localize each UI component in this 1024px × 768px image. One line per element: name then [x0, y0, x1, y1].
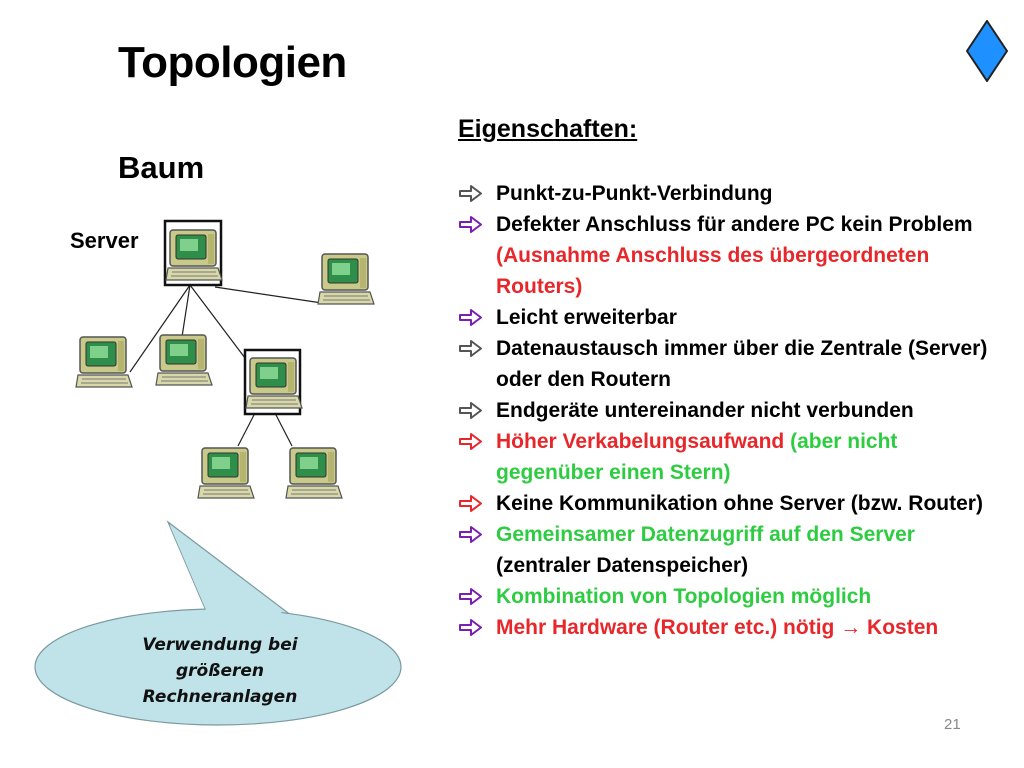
pc-icon	[197, 447, 255, 499]
pc-icon	[75, 336, 133, 388]
pc-icon	[285, 447, 343, 499]
list-item: Gemeinsamer Datenzugriff auf den Server …	[458, 519, 998, 581]
item-text-run: (Ausnahme Anschluss des übergeordneten R…	[496, 244, 930, 298]
arrow-icon	[458, 333, 488, 364]
list-item: Punkt-zu-Punkt-Verbindung	[458, 178, 998, 209]
server-label: Server	[70, 228, 139, 253]
item-text-run: Punkt-zu-Punkt-Verbindung	[496, 182, 773, 205]
list-item: Datenaustausch immer über die Zentrale (…	[458, 333, 998, 395]
item-text: Mehr Hardware (Router etc.) nötig → Kost…	[496, 616, 938, 639]
arrow-icon	[458, 612, 488, 643]
item-text: Kombination von Topologien möglich	[496, 585, 871, 608]
item-text: Leicht erweiterbar	[496, 306, 677, 329]
list-item: Keine Kommunikation ohne Server (bzw. Ro…	[458, 488, 998, 519]
callout-line: Verwendung bei	[142, 635, 298, 655]
callout-text: Verwendung bei größeren Rechneranlagen	[108, 632, 332, 710]
item-text-run: Gemeinsamer Datenzugriff auf den Server	[496, 523, 915, 546]
list-item: Defekter Anschluss für andere PC kein Pr…	[458, 209, 998, 302]
page-number: 21	[944, 716, 961, 733]
callout-line: größeren	[175, 661, 264, 681]
item-text: Defekter Anschluss für andere PC kein Pr…	[496, 213, 973, 298]
item-text-run: Endgeräte untereinander nicht verbunden	[496, 399, 914, 422]
item-text-run: Keine Kommunikation ohne Server (bzw. Ro…	[496, 492, 983, 515]
item-text-run: Mehr Hardware (Router etc.) nötig → Kost…	[496, 616, 939, 639]
item-text-run: Leicht erweiterbar	[496, 306, 677, 329]
slide-title: Topologien	[118, 38, 347, 87]
connection-lines	[129, 284, 323, 447]
list-item: Höher Verkabelungsaufwand (aber nicht ge…	[458, 426, 998, 488]
arrow-icon	[458, 395, 488, 426]
arrow-icon	[458, 209, 488, 240]
pc-icon	[155, 334, 213, 386]
item-text-run: Höher Verkabelungsaufwand	[496, 430, 791, 453]
item-text: Datenaustausch immer über die Zentrale (…	[496, 337, 987, 391]
tree-topology-diagram	[34, 219, 402, 726]
properties-list: Punkt-zu-Punkt-Verbindung Defekter Ansch…	[458, 178, 998, 643]
item-text: Punkt-zu-Punkt-Verbindung	[496, 182, 772, 205]
arrow-icon	[458, 488, 488, 519]
item-text: Höher Verkabelungsaufwand (aber nicht ge…	[496, 430, 897, 484]
arrow-icon	[458, 519, 488, 550]
item-text-run: Kombination von Topologien möglich	[496, 585, 872, 608]
pc-icon	[317, 253, 375, 305]
slide-subtitle: Baum	[118, 150, 205, 185]
item-text-run: Datenaustausch immer über die Zentrale (…	[496, 337, 988, 391]
item-text: Keine Kommunikation ohne Server (bzw. Ro…	[496, 492, 983, 515]
list-item: Endgeräte untereinander nicht verbunden	[458, 395, 998, 426]
list-item: Kombination von Topologien möglich	[458, 581, 998, 612]
arrow-icon	[458, 581, 488, 612]
item-text-run: (aber nicht gegenüber einen Stern)	[496, 430, 898, 484]
arrow-icon	[458, 426, 488, 457]
diamond-icon	[966, 20, 1008, 82]
list-item: Leicht erweiterbar	[458, 302, 998, 333]
callout-line: Rechneranlagen	[142, 687, 298, 707]
item-text: Gemeinsamer Datenzugriff auf den Server …	[496, 523, 915, 577]
server-pc-icon	[163, 219, 223, 287]
section-heading: Eigenschaften:	[458, 115, 638, 143]
arrow-icon	[458, 178, 488, 209]
list-item: Mehr Hardware (Router etc.) nötig → Kost…	[458, 612, 998, 643]
item-text-run: (zentraler Datenspeicher)	[496, 554, 749, 577]
item-text-run: Defekter Anschluss für andere PC kein Pr…	[496, 213, 973, 236]
item-text: Endgeräte untereinander nicht verbunden	[496, 399, 914, 422]
router-pc-icon	[243, 348, 303, 416]
arrow-icon	[458, 302, 488, 333]
callout-bubble	[34, 520, 402, 726]
